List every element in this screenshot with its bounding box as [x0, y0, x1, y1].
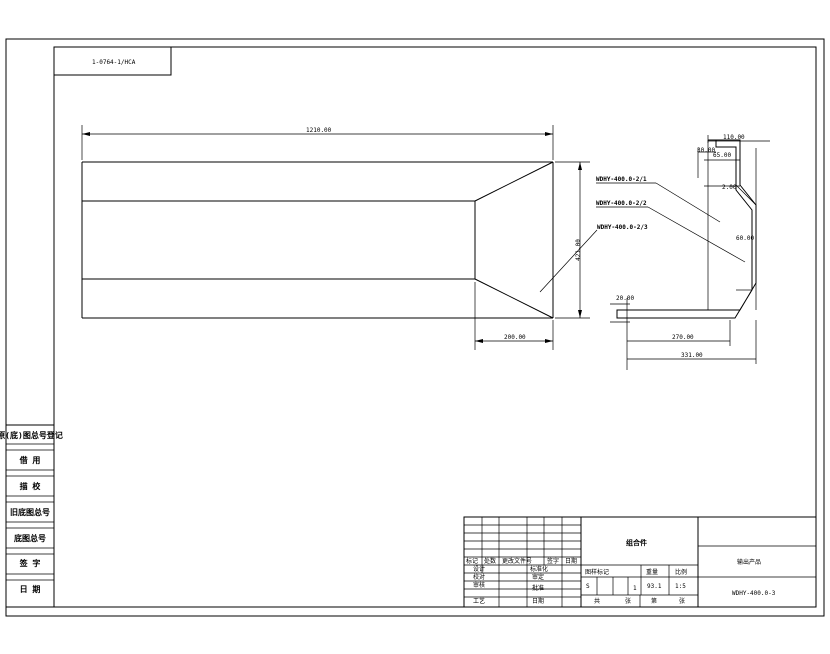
part-label-3: WDHY-400.0-2/3: [597, 224, 648, 231]
side-label-7: 日 期: [20, 584, 41, 594]
side-panel: [5, 424, 55, 608]
dim-left-20: 20.00: [616, 295, 634, 302]
dim-taper-text: 200.00: [504, 334, 526, 341]
side-label-5: 底图总号: [13, 533, 46, 543]
tb-weight: 93.1: [647, 583, 662, 590]
section-dimensions: [610, 135, 770, 370]
tb-product-name: 输出产品: [737, 558, 761, 566]
dim-bottom-331: 331.00: [681, 352, 703, 359]
part-label-1: WDHY-400.0-2/1: [596, 176, 647, 183]
dimension-length: [81, 125, 554, 160]
dim-60: 60.00: [736, 235, 754, 242]
tb-header-count: 处数: [484, 557, 496, 565]
drawing-code-box: [53, 46, 172, 76]
dim-2: 2.00: [722, 184, 737, 191]
side-label-6: 签 字: [19, 558, 41, 568]
dim-length-text: 1210.00: [306, 127, 332, 134]
tb-role-date: 日期: [532, 597, 544, 605]
tb-header-mark: 标记: [466, 557, 478, 565]
outer-border: [5, 38, 825, 617]
tb-part-name: 组合件: [626, 538, 647, 547]
tb-sheets-total: 共: [594, 597, 600, 605]
tb-header-sign: 签字: [547, 557, 559, 565]
section-view: [616, 139, 757, 319]
side-label-2: 借 用: [19, 455, 41, 465]
tb-stage-weight: 重量: [646, 568, 658, 576]
tb-sheets-unit2: 张: [679, 597, 685, 605]
tb-role-standard: 标准化: [530, 565, 548, 573]
tb-stage-one: 1: [633, 585, 637, 592]
tb-drawing-no: WDHY-400.0-3: [732, 590, 776, 597]
part-label-2: WDHY-400.0-2/2: [596, 200, 647, 207]
tb-sheets-unit1: 张: [625, 597, 631, 605]
tb-header-change-doc: 更改文件号: [502, 557, 532, 565]
main-view: [81, 161, 554, 319]
tb-stage-mark: 图样标记: [585, 568, 609, 576]
dim-top-width: 110.00: [723, 134, 745, 141]
dim-bottom-270: 270.00: [672, 334, 694, 341]
side-label-3: 描 校: [20, 481, 42, 491]
dim-65: 65.00: [713, 152, 731, 159]
tb-role-review: 审核: [473, 581, 485, 589]
tb-sheets-no: 第: [651, 597, 657, 605]
tb-stage-scale: 比例: [675, 568, 687, 576]
inner-frame: [53, 46, 817, 608]
side-label-4: 旧底图总号: [10, 507, 50, 517]
dim-30: 30.00: [697, 147, 715, 154]
tb-role-design: 设计: [473, 565, 485, 573]
tb-scale: 1:5: [675, 583, 686, 590]
dimension-height: [555, 161, 590, 319]
dimension-taper: [474, 282, 554, 350]
tb-role-check: 校对: [473, 573, 485, 581]
tb-role-approve: 批准: [532, 584, 544, 592]
tb-header-date: 日期: [565, 557, 577, 565]
title-block: [463, 516, 817, 608]
tb-role-process: 工艺: [473, 597, 485, 605]
leader-lines: [539, 182, 746, 293]
tb-stage-s: S: [586, 583, 590, 590]
side-label-1: 原(底)图总号登记: [0, 430, 63, 440]
tb-role-approve-check: 审定: [532, 573, 544, 581]
drawing-code: 1-0764-1/HCA: [92, 59, 136, 66]
